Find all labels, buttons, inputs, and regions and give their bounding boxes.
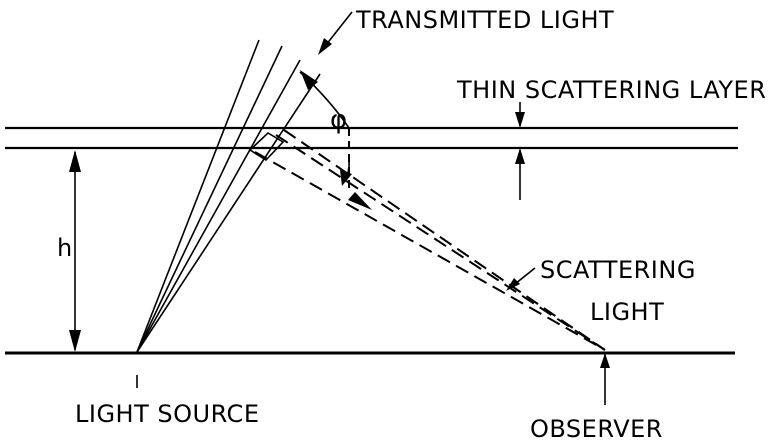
scattering-leader — [506, 267, 536, 291]
angle-label: φ — [330, 105, 348, 135]
scattering-volume — [248, 132, 285, 162]
observer-arrow — [600, 353, 610, 405]
light-source-label: LIGHT SOURCE — [75, 400, 259, 428]
transmitted-light-beam — [136, 39, 321, 353]
transmitted-leader — [318, 11, 353, 55]
scatter-direction-arrow — [348, 192, 372, 210]
scattering-light-rays — [254, 129, 606, 351]
angle-arc-arrow-top — [300, 70, 318, 90]
transmitted-light-label: TRANSMITTED LIGHT — [355, 6, 614, 34]
height-dimension — [69, 150, 81, 352]
scattering-label-line1: SCATTERING — [540, 256, 696, 284]
thin-scattering-layer-label: THIN SCATTERING LAYER — [456, 76, 766, 104]
observer-label: OBSERVER — [530, 415, 663, 443]
height-label: h — [57, 234, 73, 262]
scattering-label-line2: LIGHT — [590, 298, 664, 326]
angle-arc-arrow-bottom — [340, 170, 352, 186]
layer-thickness-arrows — [515, 102, 525, 200]
